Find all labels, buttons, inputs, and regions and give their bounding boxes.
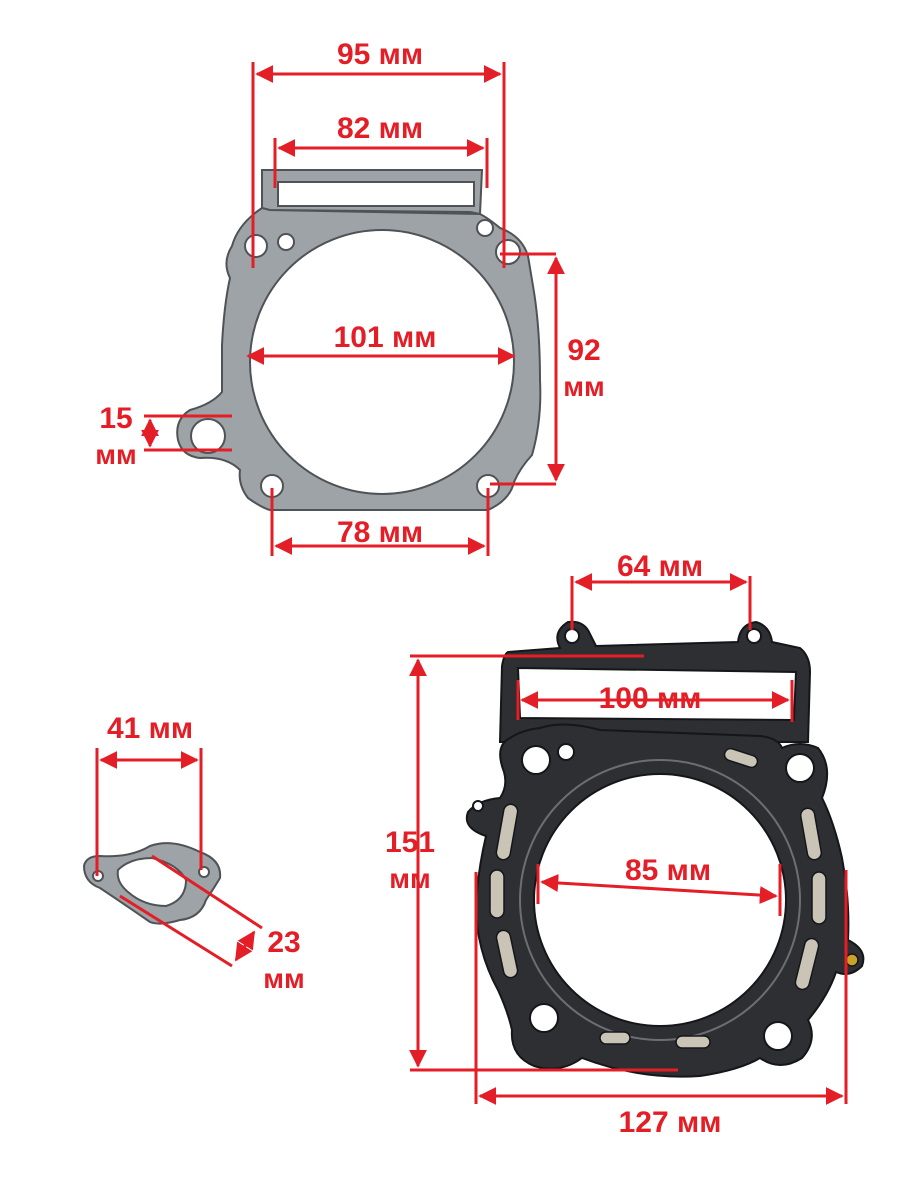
head-dim-85-label: 85 мм bbox=[625, 854, 711, 887]
head-gasket-slot-9 bbox=[723, 747, 759, 769]
base-gasket: 95 мм 82 мм 101 мм 92 мм 15 мм 78 мм bbox=[95, 38, 605, 556]
head-gasket-slot-5 bbox=[811, 871, 827, 925]
base-dim-82-label: 82 мм bbox=[337, 112, 423, 145]
head-dim-127-label: 127 мм bbox=[619, 1106, 722, 1139]
small-dim-23-line bbox=[234, 930, 256, 962]
base-gasket-hole-tr bbox=[476, 219, 494, 237]
head-gasket-slot-6 bbox=[794, 937, 820, 991]
head-gasket-lug-left bbox=[472, 800, 484, 812]
head-gasket-hole-bl bbox=[529, 1003, 559, 1033]
head-dim-100-label: 100 мм bbox=[599, 682, 702, 715]
head-gasket-slot-8 bbox=[675, 1035, 711, 1049]
head-gasket-slot-1 bbox=[495, 803, 519, 861]
small-gasket: 41 мм 23 мм bbox=[82, 712, 305, 994]
head-gasket-slot-2 bbox=[489, 869, 505, 919]
head-dim-64-label: 64 мм bbox=[617, 550, 703, 583]
base-dim-92-unit: мм bbox=[563, 371, 604, 402]
small-dim-23-value: 23 bbox=[267, 926, 300, 959]
head-gasket-hole-br bbox=[763, 1021, 793, 1051]
head-gasket-hole-tl2 bbox=[557, 743, 575, 761]
head-gasket-bore bbox=[533, 773, 787, 1027]
base-dim-15-value: 15 bbox=[99, 402, 132, 435]
head-gasket-lug-right bbox=[845, 953, 859, 967]
head-gasket-hole-tl bbox=[521, 745, 551, 775]
base-gasket-bore bbox=[249, 229, 515, 495]
small-dim-23-ext-2 bbox=[119, 894, 233, 968]
head-gasket-top-hole-left bbox=[564, 628, 580, 644]
head-dim-85-line bbox=[540, 873, 778, 905]
base-gasket-hole-tl bbox=[244, 234, 268, 258]
base-gasket-hole-tl2 bbox=[277, 233, 295, 251]
base-dim-15-unit: мм bbox=[95, 439, 136, 470]
base-gasket-tab-cutout bbox=[277, 181, 475, 207]
head-gasket: 64 мм 100 мм 85 мм 151 мм 127 мм bbox=[385, 550, 865, 1139]
head-dim-151-unit: мм bbox=[389, 863, 430, 894]
base-dim-78-label: 78 мм bbox=[337, 516, 423, 549]
head-gasket-slot-3 bbox=[495, 929, 519, 979]
head-gasket-slot-7 bbox=[599, 1031, 631, 1045]
base-gasket-hole-tr2 bbox=[495, 239, 521, 265]
head-gasket-slot-4 bbox=[799, 807, 823, 861]
base-gasket-hole-lug bbox=[190, 418, 226, 454]
small-dim-41-label: 41 мм bbox=[107, 712, 193, 745]
head-dim-151-value: 151 bbox=[385, 826, 435, 859]
base-dim-92-value: 92 bbox=[567, 334, 600, 367]
base-dim-95-label: 95 мм bbox=[337, 38, 423, 71]
small-gasket-port bbox=[116, 856, 188, 908]
head-gasket-bore-ring bbox=[519, 759, 801, 1041]
head-gasket-hole-tr bbox=[785, 753, 815, 783]
small-dim-23-unit: мм bbox=[263, 963, 304, 994]
base-dim-101-label: 101 мм bbox=[334, 321, 437, 354]
head-gasket-top-hole-right bbox=[746, 628, 762, 644]
small-dim-23-ext-1 bbox=[151, 854, 263, 930]
